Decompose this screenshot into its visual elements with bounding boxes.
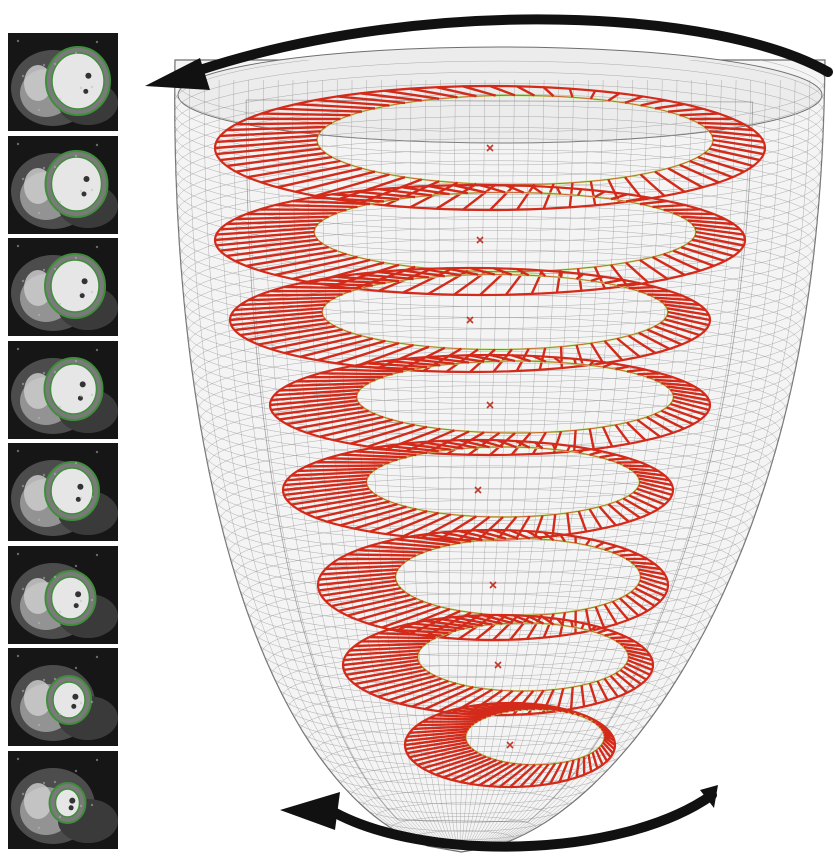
arrowhead-bottom xyxy=(280,792,340,830)
